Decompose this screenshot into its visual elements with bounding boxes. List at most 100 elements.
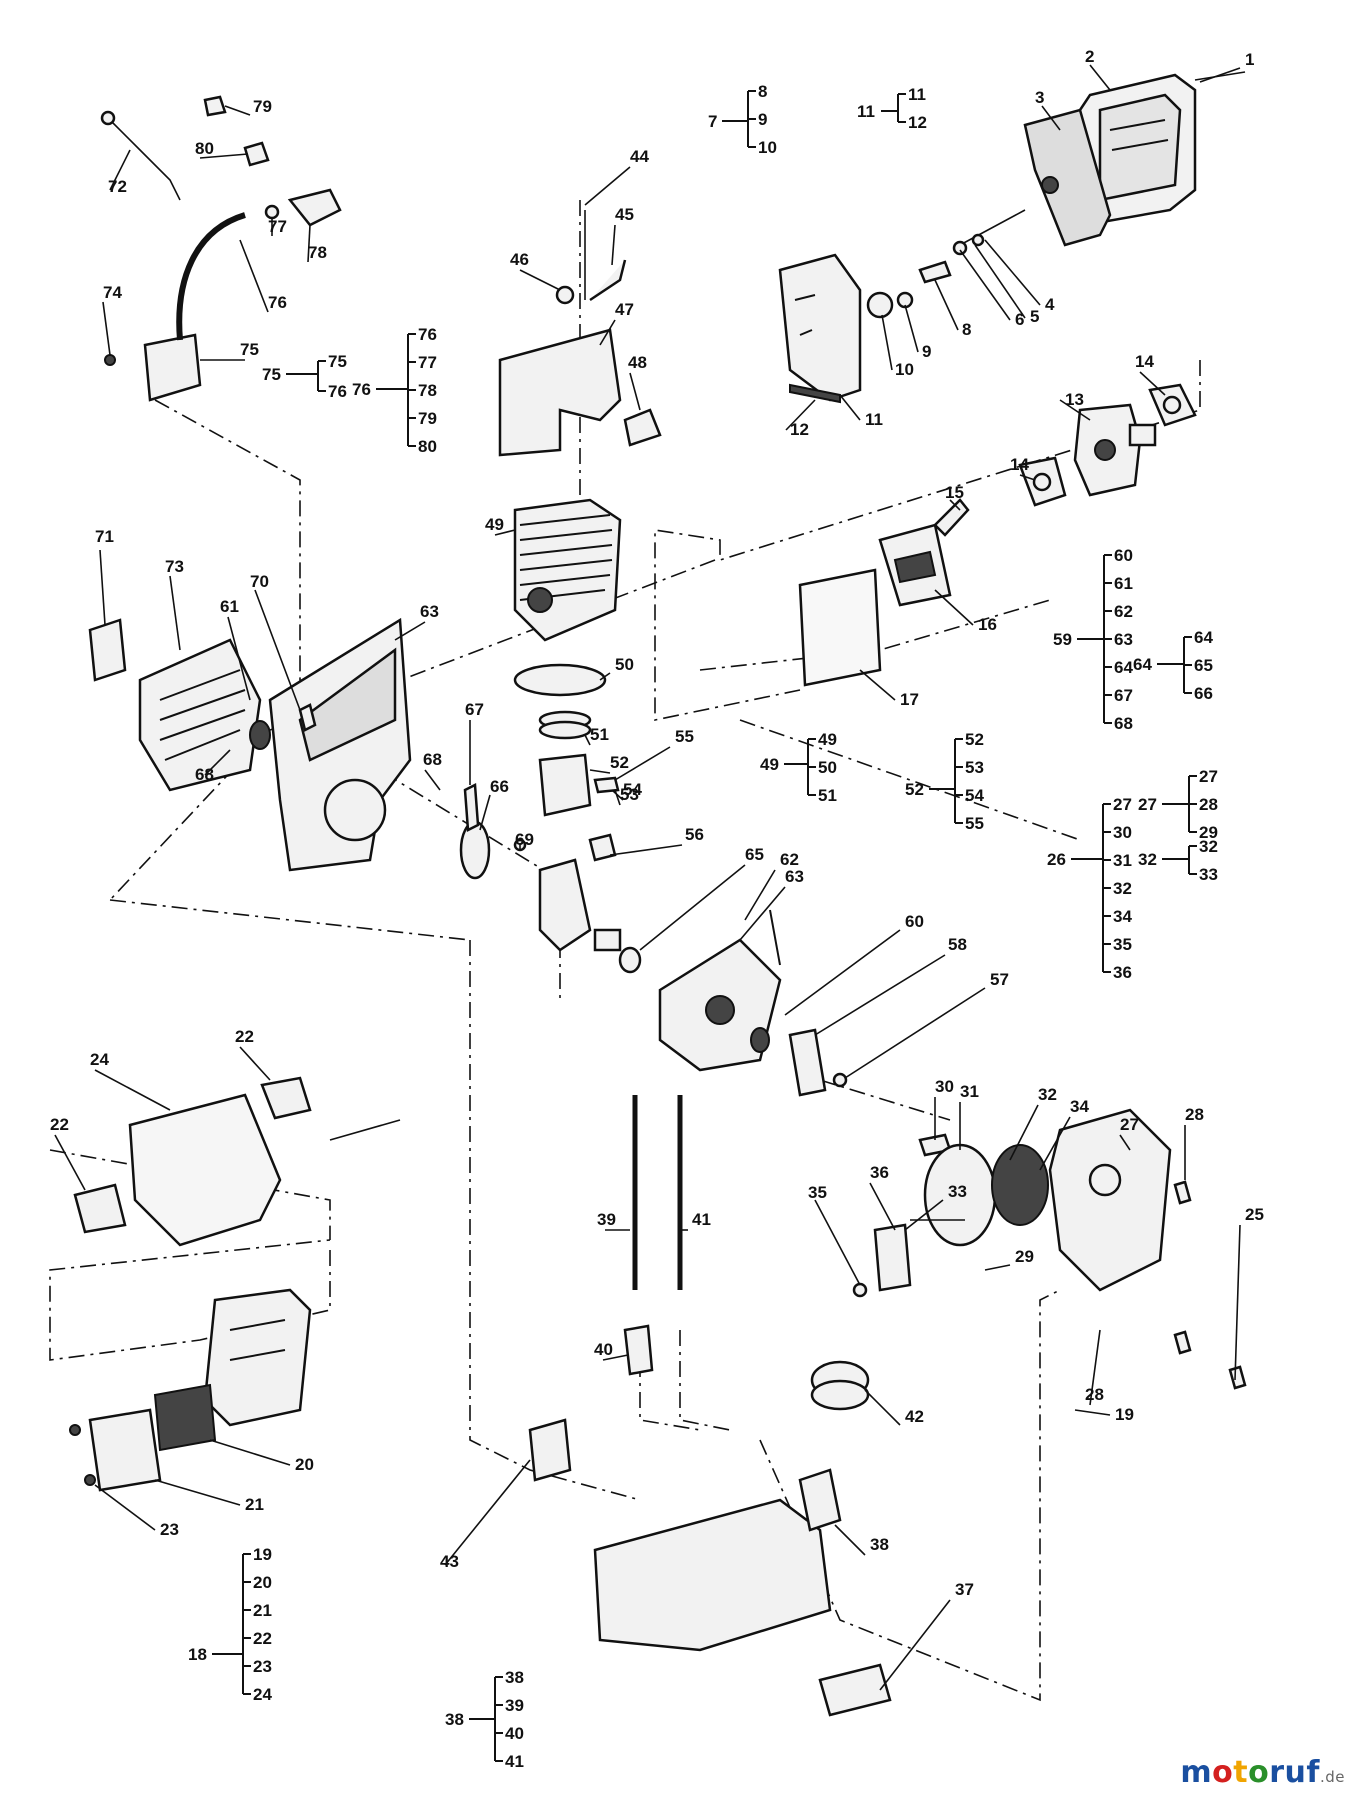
part-number-63: 63: [420, 602, 439, 621]
leader-line: [974, 244, 1026, 319]
group-parent-11: 11: [857, 102, 875, 121]
group-child-63: 63: [1114, 630, 1133, 649]
group-child-50: 50: [818, 758, 837, 777]
leader-line: [479, 794, 491, 831]
group-child-27: 27: [1113, 795, 1132, 814]
group-parent-52: 52: [905, 780, 924, 799]
leader-line: [784, 929, 901, 1016]
group-child-66: 66: [1194, 684, 1213, 703]
part-number-14: 14: [1135, 352, 1154, 371]
part-number-10: 10: [895, 360, 914, 379]
flywheel: [88, 618, 317, 792]
part-number-14: 14: [1010, 455, 1029, 474]
leader-line: [1039, 1116, 1071, 1171]
part-number-30: 30: [935, 1077, 954, 1096]
ignition-wire: [100, 110, 181, 201]
watermark-part: o: [1212, 1755, 1234, 1790]
part-number-27: 27: [1120, 1115, 1139, 1134]
part-number-54: 54: [623, 780, 642, 799]
leader-line: [629, 372, 641, 411]
group-child-41: 41: [505, 1752, 524, 1771]
part-number-28: 28: [1185, 1105, 1204, 1124]
leader-line: [1199, 67, 1241, 83]
watermark-tld: .de: [1319, 1768, 1345, 1786]
leader-line: [199, 153, 249, 159]
group-child-76: 76: [328, 382, 347, 401]
part-number-49: 49: [485, 515, 504, 534]
group-child-51: 51: [818, 786, 837, 805]
part-number-50: 50: [615, 655, 634, 674]
choke-parts: [866, 260, 952, 319]
group-child-64: 64: [1194, 628, 1213, 647]
leader-line: [611, 224, 616, 266]
group-child-8: 8: [758, 82, 767, 101]
part-number-68: 68: [423, 750, 442, 769]
leader-line: [99, 549, 106, 626]
part-number-34: 34: [1070, 1097, 1089, 1116]
ignition-coil: [104, 95, 342, 402]
group-child-28: 28: [1199, 795, 1218, 814]
group-child-10: 10: [758, 138, 777, 157]
part-number-22: 22: [50, 1115, 69, 1134]
group-child-54: 54: [965, 786, 984, 805]
group-child-11: 11: [908, 85, 926, 104]
part-number-1: 1: [1245, 50, 1254, 69]
part-number-20: 20: [295, 1455, 314, 1474]
group-child-53: 53: [965, 758, 984, 777]
part-number-13: 13: [1065, 390, 1084, 409]
leader-line: [584, 734, 591, 746]
part-number-71: 71: [95, 527, 114, 546]
leader-line: [584, 166, 631, 206]
part-number-6: 6: [1015, 310, 1024, 329]
group-child-77: 77: [418, 353, 437, 372]
crankshaft: [538, 858, 642, 974]
part-number-66: 66: [490, 777, 509, 796]
part-number-67: 67: [465, 700, 484, 719]
leader-line: [934, 589, 974, 626]
group-parent-32: 32: [1138, 850, 1157, 869]
group-child-23: 23: [253, 1657, 272, 1676]
leader-line: [227, 616, 251, 701]
leader-line: [589, 769, 611, 774]
fuel-lines: [623, 1095, 683, 1376]
part-number-57: 57: [990, 970, 1009, 989]
screws-4-5-6: [952, 209, 1026, 256]
part-number-56: 56: [685, 825, 704, 844]
group-child-36: 36: [1113, 963, 1132, 982]
leader-line: [839, 394, 861, 421]
part-number-41: 41: [692, 1210, 711, 1229]
leader-line: [744, 869, 776, 921]
group-child-55: 55: [965, 814, 984, 833]
group-parent-76: 76: [352, 380, 371, 399]
part-number-35: 35: [808, 1183, 827, 1202]
gaskets-14: [1018, 383, 1197, 507]
part-number-25: 25: [1245, 1205, 1264, 1224]
part-number-29: 29: [1015, 1247, 1034, 1266]
watermark-part: o: [1248, 1755, 1270, 1790]
leader-line: [869, 1182, 896, 1231]
part-number-76: 76: [268, 293, 287, 312]
leader-line: [424, 769, 441, 791]
leader-line: [984, 239, 1041, 306]
muffler: [69, 1288, 312, 1492]
part-number-55: 55: [675, 727, 694, 746]
crankcase-left: [268, 617, 412, 872]
watermark-logo: motoruf.de: [1180, 1755, 1345, 1790]
part-number-79: 79: [253, 97, 272, 116]
leader-line: [599, 319, 616, 346]
group-child-49: 49: [818, 730, 837, 749]
leader-line: [1089, 1329, 1101, 1406]
leader-line: [609, 844, 683, 856]
group-parent-38: 38: [445, 1710, 464, 1729]
part-number-68: 68: [195, 765, 214, 784]
group-child-35: 35: [1113, 935, 1132, 954]
leader-line: [984, 1264, 1011, 1271]
part-number-44: 44: [630, 147, 649, 166]
part-number-58: 58: [948, 935, 967, 954]
group-child-68: 68: [1114, 714, 1133, 733]
heat-shield: [73, 1076, 401, 1247]
part-number-40: 40: [594, 1340, 613, 1359]
